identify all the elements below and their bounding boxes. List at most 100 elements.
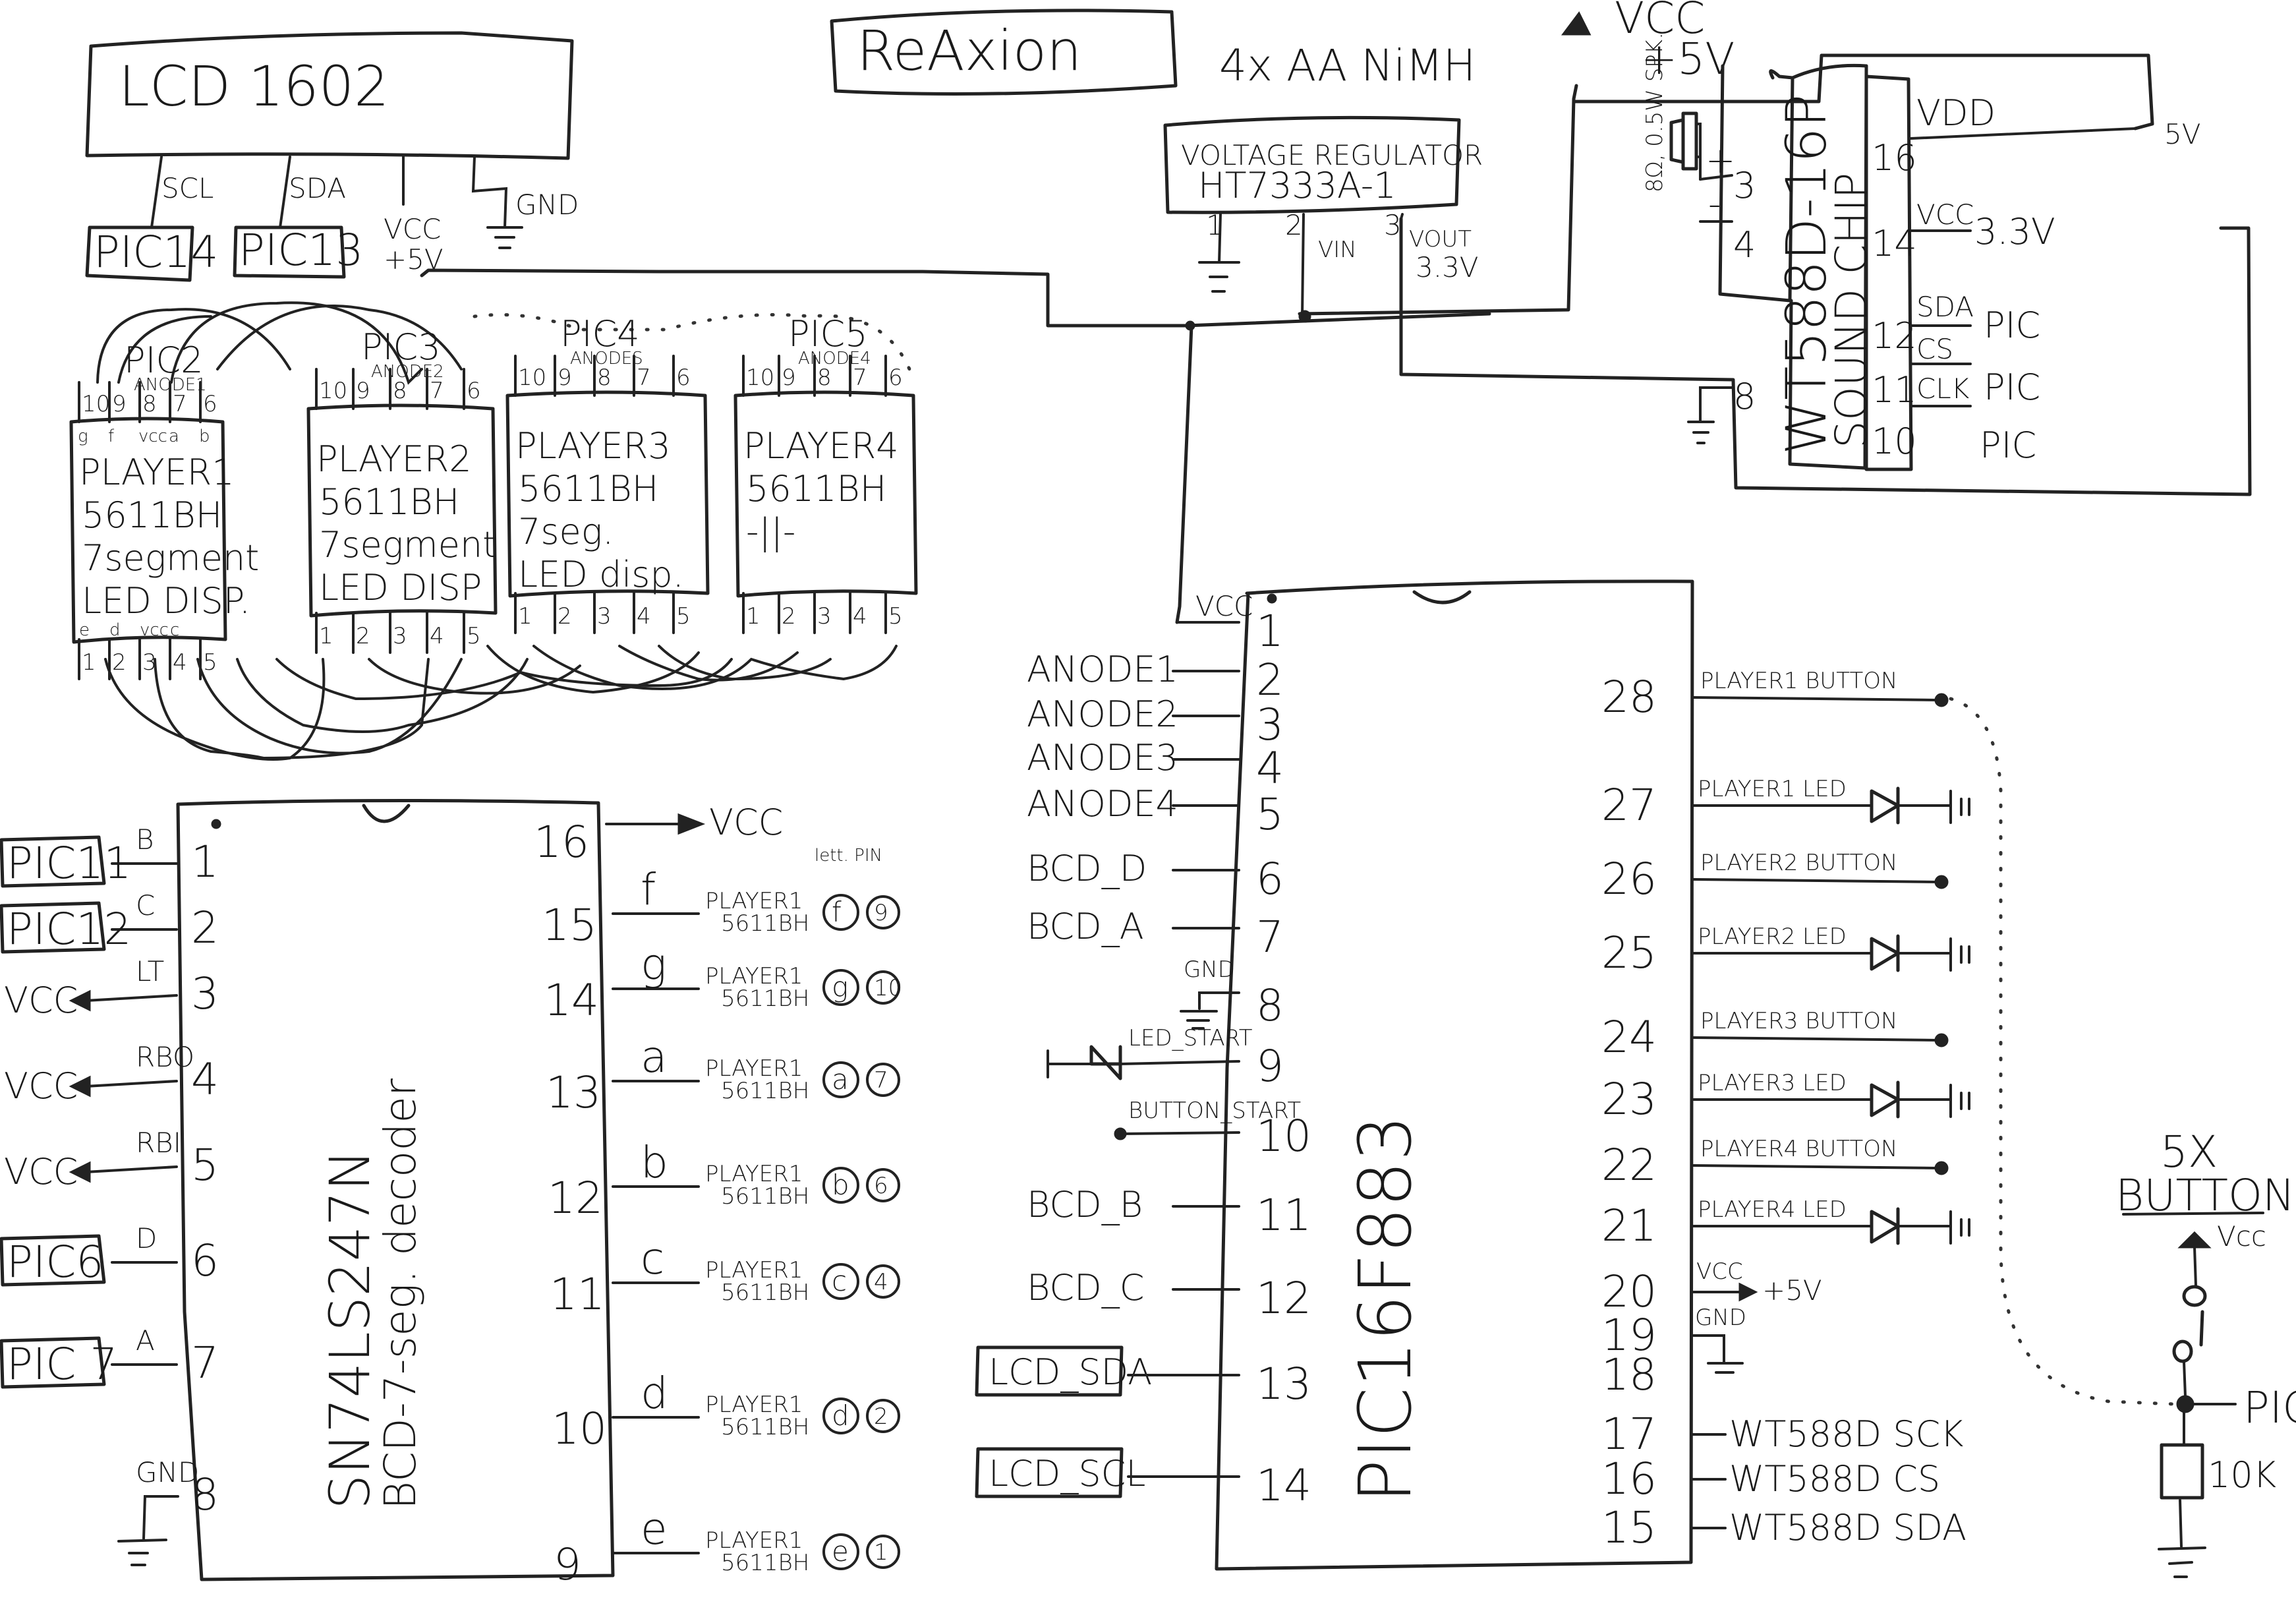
display-part-ref: 5611BH bbox=[721, 1550, 809, 1576]
pin-number: 2 bbox=[191, 902, 219, 953]
display-part-ref: 5611BH bbox=[721, 1280, 809, 1306]
display-top-pin-letter: a bbox=[169, 427, 179, 446]
pin-target: PIC11 bbox=[7, 838, 131, 889]
ground-icon bbox=[1180, 1010, 1218, 1030]
display-bottom-pin-num: 3 bbox=[817, 603, 832, 630]
display-ref: PLAYER1 bbox=[705, 888, 803, 914]
vcc-arrow-icon bbox=[677, 813, 706, 835]
lcd-pin-gnd: GND bbox=[515, 189, 579, 221]
pin-number: 6 bbox=[1256, 854, 1284, 904]
pin-target: PIC6 bbox=[7, 1237, 103, 1287]
pin-label: ANODE3 bbox=[1027, 737, 1178, 779]
display-bottom-pin-num: 3 bbox=[142, 649, 157, 676]
display-bottom-pin-num: 1 bbox=[518, 603, 532, 630]
display-ref: PLAYER1 bbox=[705, 1257, 803, 1283]
ground-symbol-icon bbox=[1949, 937, 1970, 972]
display-bottom-pin-num: 2 bbox=[356, 623, 370, 649]
speaker-icon bbox=[1669, 111, 1698, 171]
display-part: 5611BH bbox=[746, 468, 886, 510]
display-top-pin-num: 7 bbox=[430, 378, 444, 404]
display-top-pin-num: 7 bbox=[853, 365, 867, 391]
pin-number: 15 bbox=[1601, 1502, 1657, 1553]
sound-pin14-num: 14 bbox=[1872, 223, 1917, 264]
pin-target: VCC bbox=[709, 802, 783, 843]
resistor-icon bbox=[2160, 1443, 2204, 1500]
sound-pin10-label: CLK bbox=[1916, 372, 1970, 405]
sound-pin16-target: 5V bbox=[2164, 118, 2200, 150]
display-top-pin-num: 10 bbox=[319, 378, 347, 404]
mcu-right-pin: 18 bbox=[1601, 1349, 1657, 1400]
pin-number: 8 bbox=[1256, 980, 1284, 1031]
display-top-pin-num: 9 bbox=[112, 391, 127, 417]
regulator-pin1-num: 1 bbox=[1206, 209, 1224, 241]
display-top-pin-num: 10 bbox=[518, 365, 546, 391]
display-top-pin-num: 6 bbox=[676, 365, 691, 391]
pin-number: 1 bbox=[191, 837, 219, 887]
circled-segment: b bbox=[832, 1169, 849, 1201]
vcc-arrow-icon bbox=[1561, 11, 1592, 36]
regulator-pin2-num: 2 bbox=[1285, 209, 1303, 241]
display-top-pin-num: 8 bbox=[142, 391, 157, 417]
pin-number: 21 bbox=[1601, 1200, 1657, 1251]
buttons-resistor: 10K bbox=[2208, 1454, 2276, 1496]
ground-icon bbox=[2158, 1546, 2206, 1578]
display-ref: PLAYER1 bbox=[705, 963, 803, 989]
pin-number: 10 bbox=[552, 1403, 607, 1454]
circled-display-pin: 10 bbox=[874, 975, 902, 1001]
pin-number: 3 bbox=[1256, 699, 1284, 750]
pin-label: ANODE1 bbox=[1027, 649, 1178, 690]
pin-number: 10 bbox=[1256, 1111, 1311, 1162]
display-bottom-pin-num: 5 bbox=[888, 603, 903, 630]
display-part-ref: 5611BH bbox=[721, 986, 809, 1012]
pin-target: VCC bbox=[4, 1151, 78, 1192]
junction-dot bbox=[2176, 1395, 2195, 1413]
display-top-pin-num: 10 bbox=[746, 365, 774, 391]
display-top-pin-letter: f bbox=[108, 427, 115, 446]
pin-target: VCC bbox=[4, 1065, 78, 1107]
push-button-icon bbox=[2172, 1285, 2207, 1363]
junction-dot bbox=[1185, 320, 1195, 331]
sound-pin10-target: PIC bbox=[1980, 425, 2036, 466]
display-part: 5611BH bbox=[518, 468, 658, 510]
segment-letter: b bbox=[641, 1137, 668, 1188]
pin-number: 24 bbox=[1601, 1012, 1657, 1063]
pin-number: 7 bbox=[1256, 912, 1284, 962]
display-top-pin-num: 6 bbox=[467, 378, 481, 404]
display-line3: -||- bbox=[746, 511, 795, 552]
lcd-pin-scl: SCL bbox=[161, 172, 214, 204]
segment-letter: f bbox=[641, 864, 656, 915]
pin-target: PIC 7 bbox=[7, 1339, 117, 1390]
pin-number: 13 bbox=[546, 1067, 601, 1118]
mcu-name: PIC16F883 bbox=[1343, 1115, 1427, 1503]
pin-label: ANODE4 bbox=[1027, 783, 1178, 825]
display-bottom-pin-num: 3 bbox=[393, 623, 407, 649]
pin-number: 11 bbox=[550, 1269, 605, 1320]
vcc-5v-symbol: VCC +5V bbox=[1561, 0, 1735, 84]
sound-pin12-num: 12 bbox=[1872, 315, 1917, 357]
pin-number: 18 bbox=[1601, 1349, 1657, 1400]
pin-number: 6 bbox=[191, 1235, 219, 1286]
sound-pin3-polarity: + bbox=[1706, 140, 1735, 181]
sound-pin10-num: 10 bbox=[1872, 421, 1917, 462]
